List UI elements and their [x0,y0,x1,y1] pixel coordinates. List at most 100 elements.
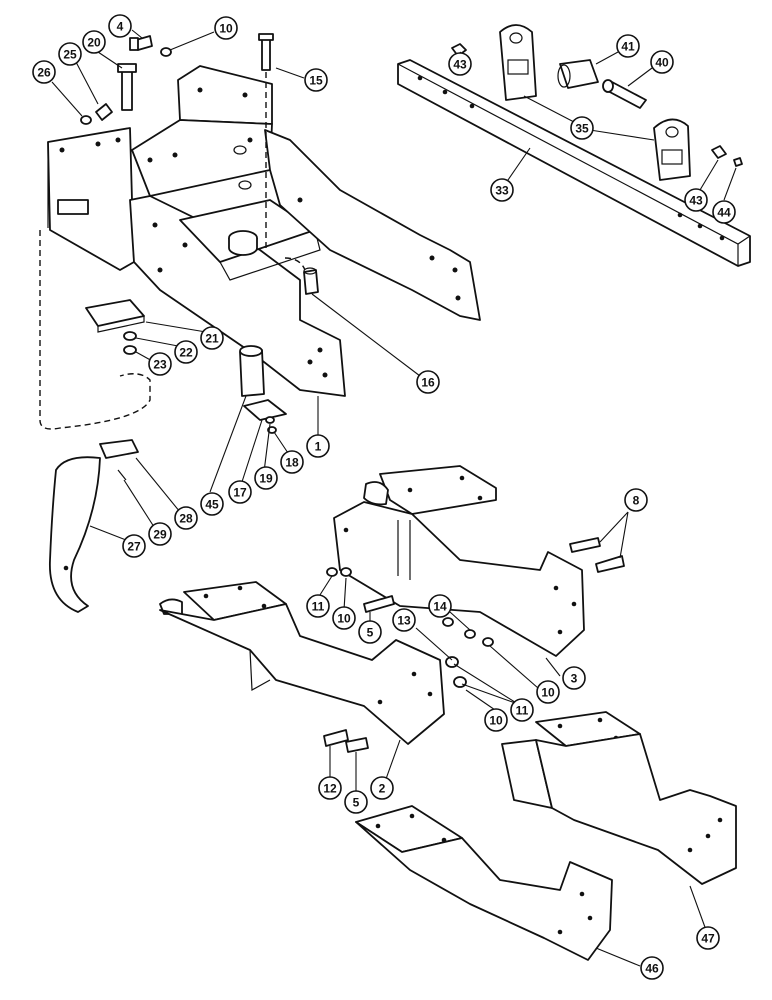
wheel-weight-27 [49,456,101,613]
callout-label: 5 [367,626,374,640]
callout-label: 43 [689,194,703,208]
callout-16: 16 [416,370,440,394]
callout-label: 11 [516,704,529,718]
callout-label: 43 [453,58,467,72]
callout-label: 13 [397,614,411,628]
callout-20: 20 [82,30,106,54]
callout-1: 1 [306,434,330,458]
callout-33: 33 [490,178,514,202]
callout-41: 41 [616,34,640,58]
callout-label: 20 [87,36,101,50]
callout-label: 12 [323,782,337,796]
callout-label: 29 [153,528,167,542]
callout-label: 22 [179,346,193,360]
callout-43: 43 [448,52,472,76]
retainer-17 [243,399,287,421]
callout-40: 40 [650,50,674,74]
callout-label: 18 [285,456,299,470]
callout-29: 29 [148,522,172,546]
callout-label: 2 [379,782,386,796]
callout-17: 17 [228,480,252,504]
callout-11: 11 [306,594,330,618]
hardware-top-left [80,35,172,125]
callout-label: 10 [219,22,233,36]
callout-label: 41 [621,40,635,54]
hardware-middle [323,537,625,753]
callout-15: 15 [304,68,328,92]
spacer-plate-28 [99,439,139,459]
bolt-19 [265,416,275,424]
callout-13: 13 [392,608,416,632]
callout-label: 44 [717,206,731,220]
callout-10: 10 [484,708,508,732]
callout-label: 11 [312,600,325,614]
callout-10: 10 [332,606,356,630]
callout-44: 44 [712,200,736,224]
callout-label: 40 [655,56,669,70]
callout-18: 18 [280,450,304,474]
callout-label: 17 [233,486,247,500]
dowel-pin-45 [239,345,265,397]
callout-label: 16 [421,376,435,390]
callout-14: 14 [428,594,452,618]
adapter-bracket-46 [355,805,613,961]
callout-label: 10 [337,612,351,626]
callout-10: 10 [214,16,238,40]
weight-outline [39,230,151,430]
callout-label: 3 [571,672,578,686]
callout-label: 46 [645,962,659,976]
callout-26: 26 [32,60,56,84]
callout-8: 8 [624,488,648,512]
callout-label: 25 [63,48,77,62]
callout-12: 12 [318,776,342,800]
washer-18 [267,426,277,434]
callout-45: 45 [200,492,224,516]
callout-label: 47 [701,932,715,946]
axle-support-3 [333,465,585,657]
callout-22: 22 [174,340,198,364]
axle-support-2 [159,581,445,745]
bolt-15 [258,33,274,250]
drawbar [397,24,751,267]
nut-23 [123,345,137,355]
callout-4: 4 [108,14,132,38]
callout-label: 26 [37,66,51,80]
callout-label: 27 [127,540,141,554]
front-support-casting [47,65,481,397]
callout-label: 4 [117,20,124,34]
callout-label: 10 [489,714,503,728]
callout-35: 35 [570,116,594,140]
callout-label: 35 [575,122,589,136]
pin-29 [117,469,127,481]
callout-label: 15 [309,74,323,88]
callout-label: 33 [495,184,509,198]
callout-label: 14 [433,600,447,614]
callout-2: 2 [370,776,394,800]
callout-28: 28 [174,506,198,530]
adapter-bracket-47 [501,711,737,885]
callout-label: 19 [259,472,273,486]
callout-label: 21 [205,332,219,346]
callout-27: 27 [122,534,146,558]
callout-5: 5 [344,790,368,814]
callout-5: 5 [358,620,382,644]
spacer-plate-21 [85,299,145,333]
callout-47: 47 [696,926,720,950]
callout-23: 23 [148,352,172,376]
callout-label: 5 [353,796,360,810]
callout-label: 1 [315,440,322,454]
callout-label: 45 [205,498,219,512]
callout-11: 11 [510,698,534,722]
callout-21: 21 [200,326,224,350]
callout-label: 28 [179,512,193,526]
callout-46: 46 [640,956,664,980]
callout-43: 43 [684,188,708,212]
callout-19: 19 [254,466,278,490]
callout-25: 25 [58,42,82,66]
callout-label: 8 [633,494,640,508]
washer-22 [123,331,137,341]
callout-3: 3 [562,666,586,690]
callout-label: 23 [153,358,167,372]
callout-10: 10 [536,680,560,704]
